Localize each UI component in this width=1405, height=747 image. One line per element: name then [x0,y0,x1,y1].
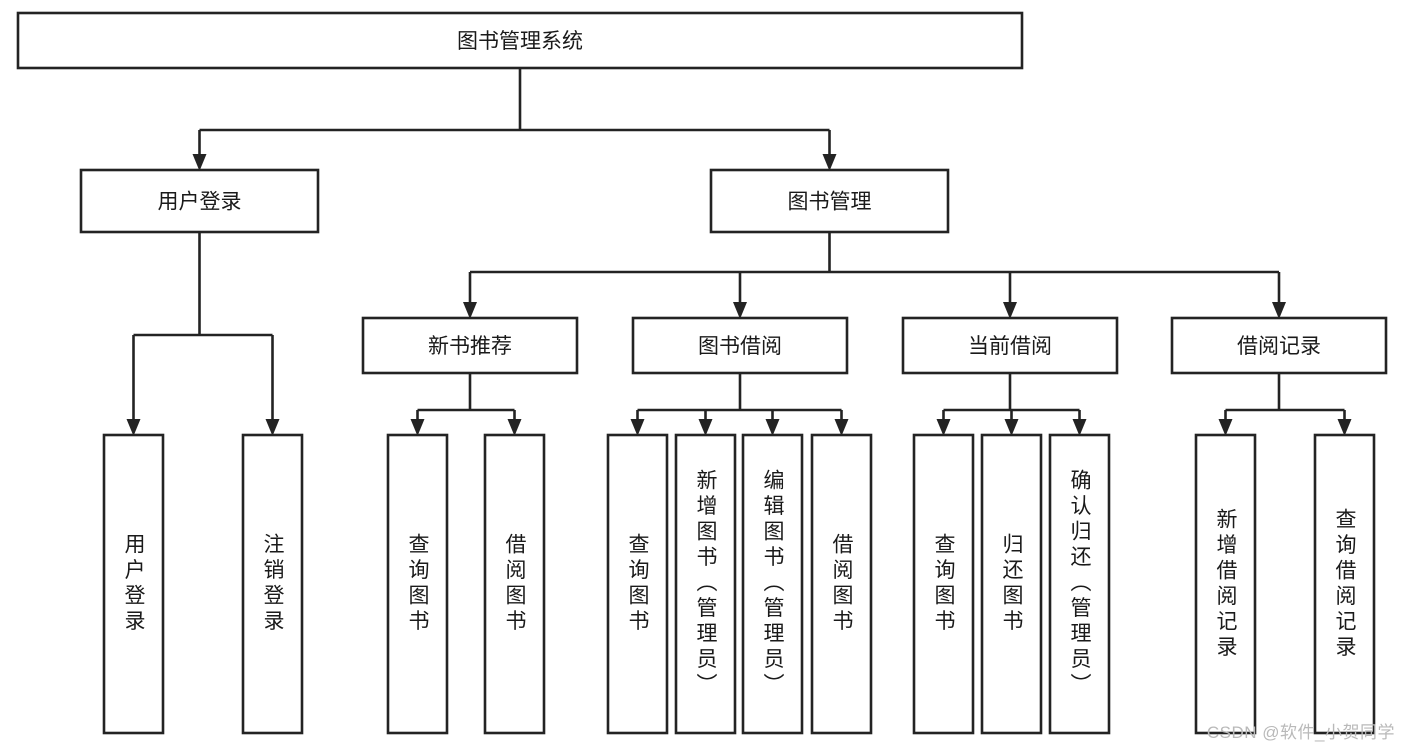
arrow-head-leaf-logout [265,419,280,436]
node-label-book-borrow: 图书借阅 [698,335,782,358]
arrow-head-leaf-borrow-book-2 [834,419,849,436]
arrow-head-leaf-return-book [1004,419,1019,436]
node-box-leaf-user-login[interactable] [102,433,165,735]
node-box-book-borrow[interactable] [631,316,849,375]
arrow-head-borrow-record [1272,302,1286,319]
node-box-leaf-query-book-2[interactable] [606,433,669,735]
arrow-head-leaf-add-record [1218,419,1233,436]
node-box-book-management[interactable] [709,168,950,234]
arrow-head-leaf-borrow-book-1 [507,419,522,436]
node-label-user-login: 用户登录 [158,191,242,214]
arrow-head-book-management [822,154,837,171]
arrow-head-leaf-edit-book-admin [765,419,780,436]
node-box-leaf-logout[interactable] [241,433,304,735]
arrow-head-leaf-query-book-1 [410,419,425,436]
node-label-borrow-record: 借阅记录 [1237,335,1321,358]
node-box-leaf-query-book-3[interactable] [912,433,975,735]
watermark-text: CSDN @软件_小贺同学 [1206,723,1395,742]
arrow-head-leaf-query-record [1337,419,1352,436]
node-box-root[interactable] [16,11,1024,70]
node-box-leaf-confirm-return[interactable] [1048,433,1111,735]
node-label-book-management: 图书管理 [788,191,872,214]
node-box-borrow-record[interactable] [1170,316,1388,375]
node-box-leaf-borrow-book-2[interactable] [810,433,873,735]
node-box-leaf-query-book-1[interactable] [386,433,449,735]
node-box-current-borrow[interactable] [901,316,1119,375]
node-box-leaf-add-book-admin[interactable] [674,433,737,735]
arrow-head-leaf-query-book-2 [630,419,645,436]
node-box-leaf-add-record[interactable] [1194,433,1257,735]
connectors-layer [126,68,1352,436]
node-box-leaf-borrow-book-1[interactable] [483,433,546,735]
arrow-head-leaf-query-book-3 [936,419,951,436]
node-box-leaf-edit-book-admin[interactable] [741,433,804,735]
arrow-head-user-login [192,154,207,171]
arrow-head-current-borrow [1003,302,1017,319]
node-box-leaf-return-book[interactable] [980,433,1043,735]
node-label-current-borrow: 当前借阅 [968,335,1052,358]
arrow-head-book-borrow [733,302,747,319]
node-box-user-login[interactable] [79,168,320,234]
arrow-head-leaf-add-book-admin [698,419,713,436]
arrow-head-new-book-recommend [463,302,477,319]
node-label-root: 图书管理系统 [457,30,583,53]
node-label-new-book-recommend: 新书推荐 [428,335,512,358]
node-box-leaf-query-record[interactable] [1313,433,1376,735]
arrow-head-leaf-confirm-return [1072,419,1087,436]
node-box-new-book-recommend[interactable] [361,316,579,375]
arrow-head-leaf-user-login [126,419,141,436]
